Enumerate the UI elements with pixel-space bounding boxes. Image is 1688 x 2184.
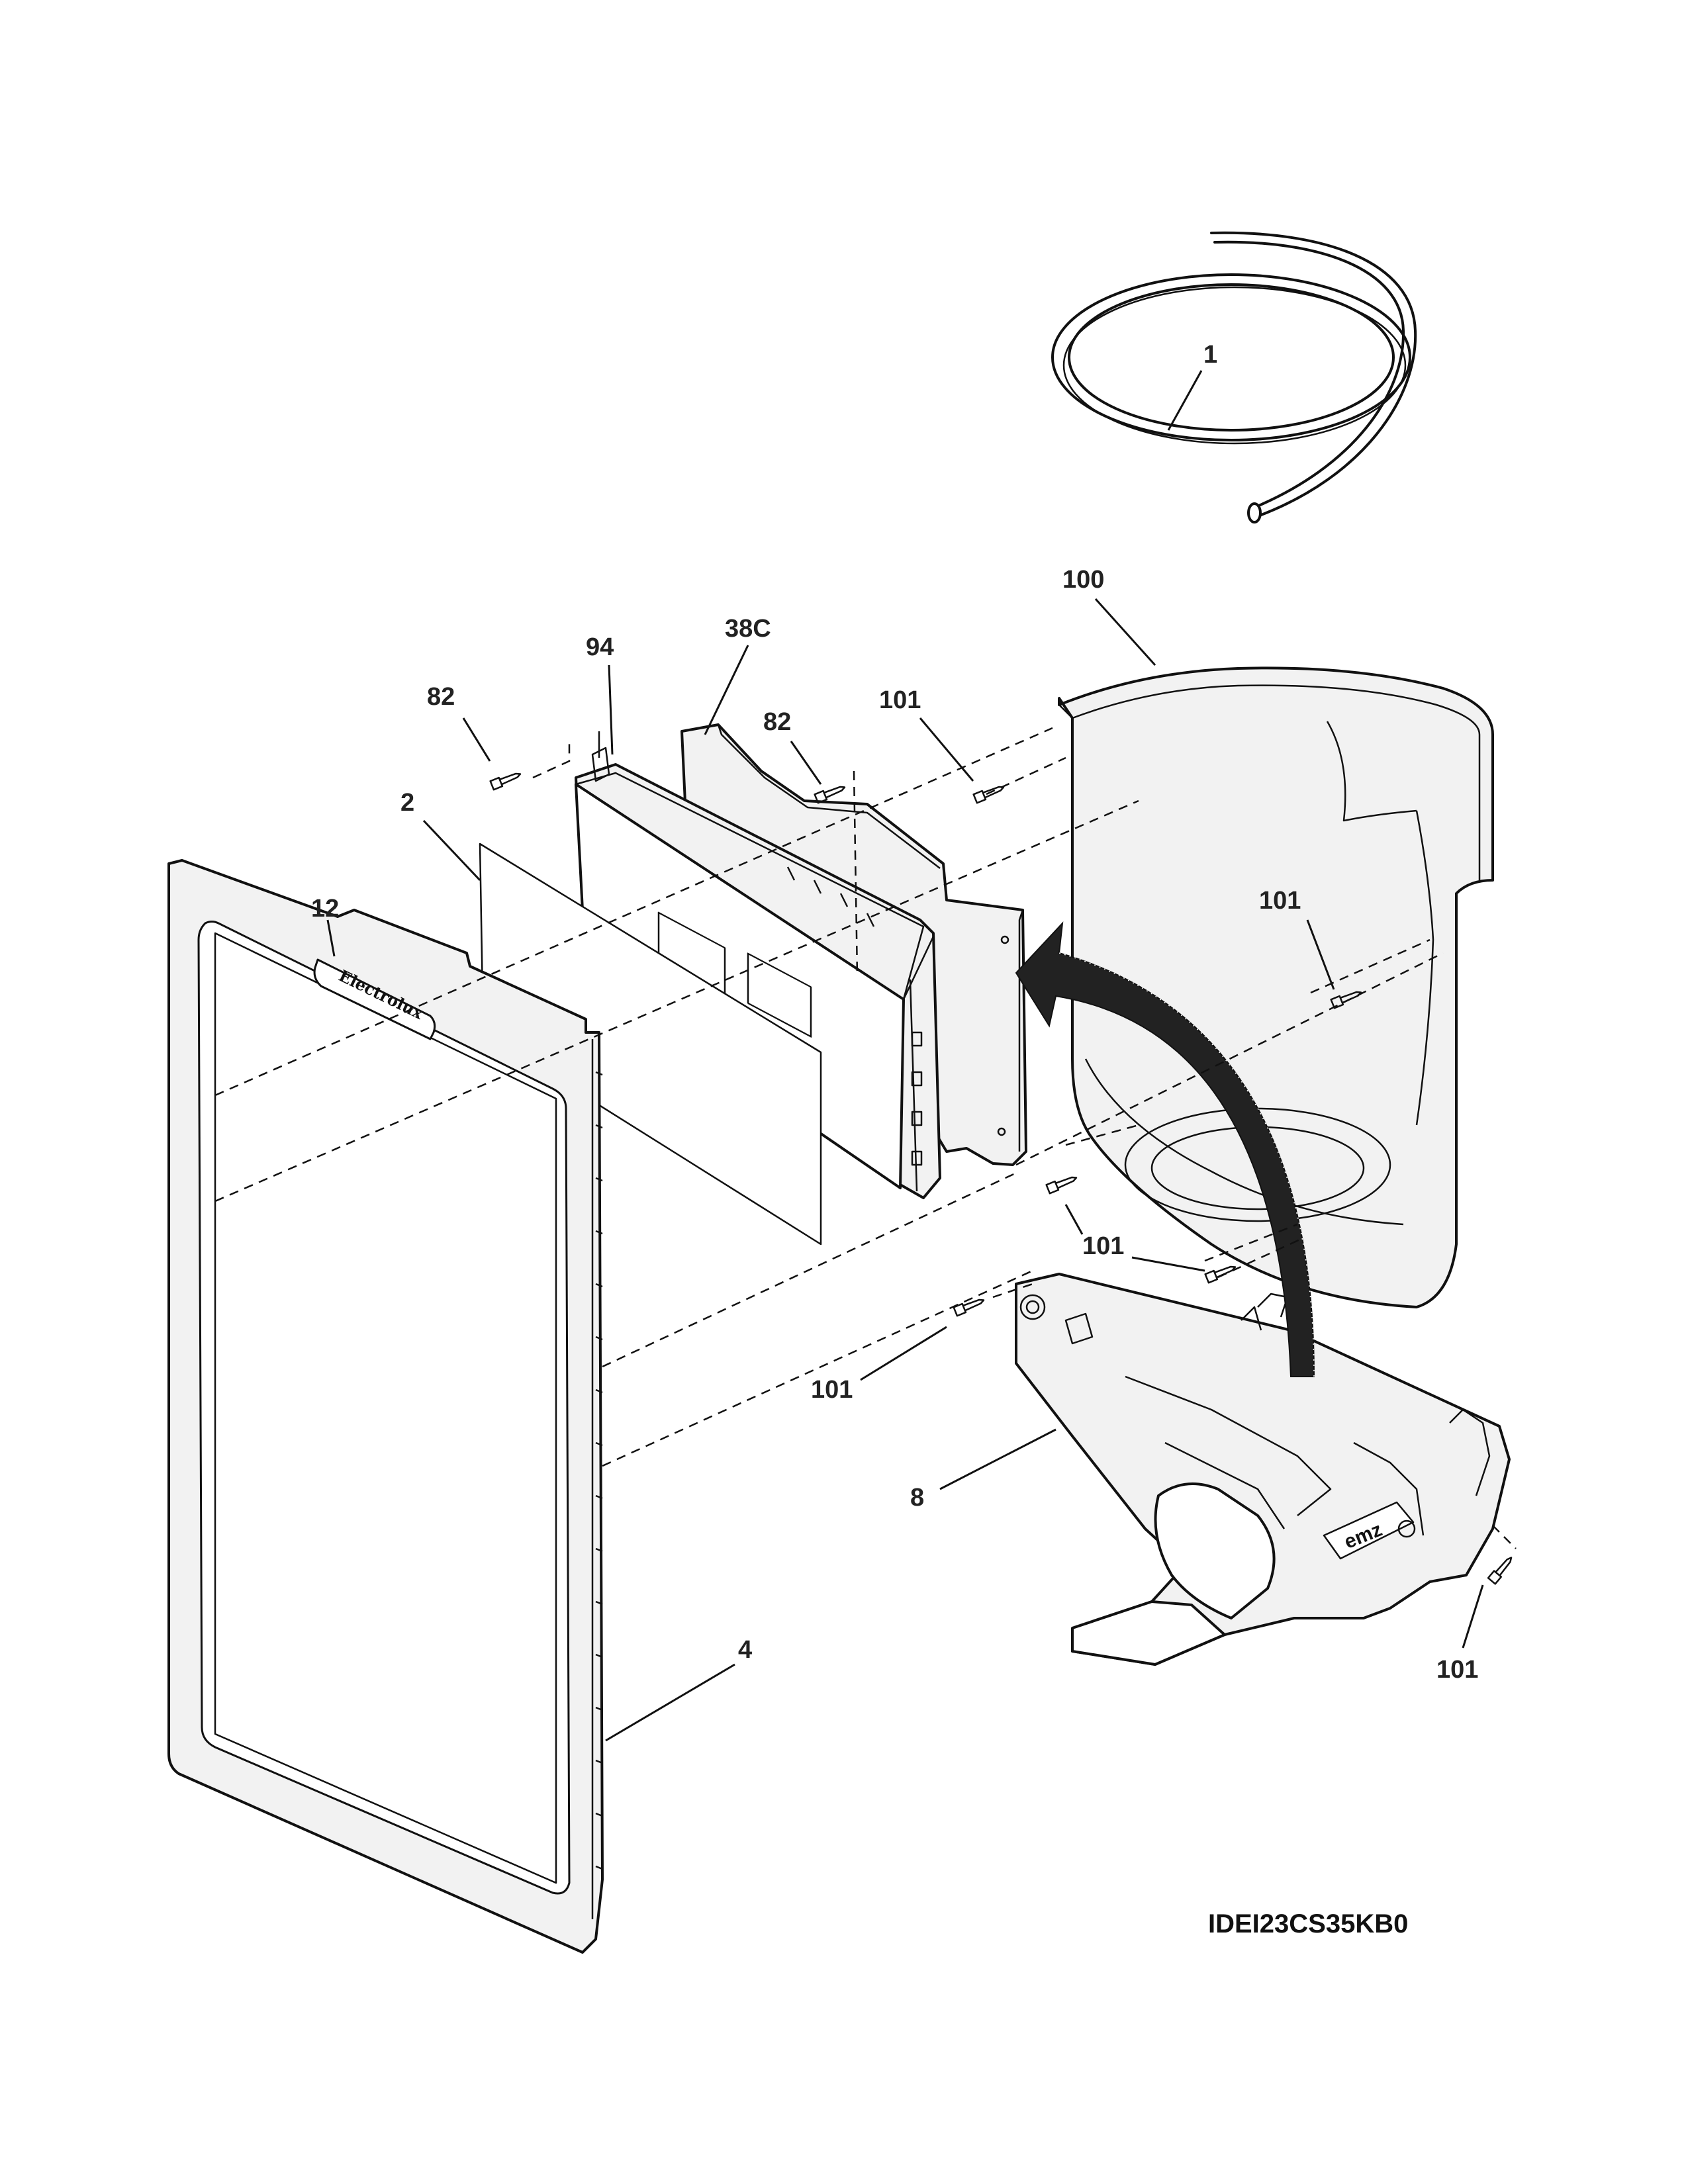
alignment-dashed-lines <box>214 727 1517 1549</box>
label-part-101b: 101 <box>1259 887 1301 915</box>
front-frame-part-4 <box>167 859 604 1954</box>
label-part-2: 2 <box>400 789 414 817</box>
part-labels: 1 100 94 38C 82 82 101 101 101 101 101 2… <box>311 341 1478 1684</box>
label-part-101d: 101 <box>811 1376 853 1404</box>
label-part-101c: 101 <box>1082 1232 1124 1260</box>
screws <box>489 772 1513 1585</box>
label-part-100: 100 <box>1062 566 1104 594</box>
screw-101b <box>1330 991 1362 1009</box>
screw-82b <box>814 786 846 804</box>
screw-101f <box>1487 1557 1513 1585</box>
label-part-94: 94 <box>586 633 614 661</box>
model-number: IDEI23CS35KB0 <box>1208 1909 1408 1938</box>
label-part-8: 8 <box>910 1484 924 1512</box>
label-part-1: 1 <box>1203 341 1217 369</box>
foam-sheet-part-2 <box>479 842 822 1246</box>
tubing-coil-part-1 <box>1051 231 1417 523</box>
label-part-101a: 101 <box>879 686 921 714</box>
ice-bin-part-100 <box>1058 666 1494 1308</box>
label-part-82a: 82 <box>427 683 455 711</box>
screw-101a <box>972 786 1005 804</box>
screw-101c <box>1045 1176 1078 1195</box>
label-part-4: 4 <box>738 1636 752 1664</box>
assembly-direction-arrow <box>1015 921 1315 1377</box>
leader-lines <box>326 370 1484 1742</box>
label-part-82b: 82 <box>763 708 791 736</box>
screw-101e <box>953 1298 985 1317</box>
screw-82a <box>489 772 522 791</box>
dispenser-housing-part-8: emz <box>1015 1273 1511 1666</box>
label-part-38c: 38C <box>725 615 771 643</box>
label-part-101e: 101 <box>1436 1656 1478 1684</box>
label-part-12: 12 <box>311 895 339 923</box>
screw-101d <box>1204 1265 1237 1284</box>
